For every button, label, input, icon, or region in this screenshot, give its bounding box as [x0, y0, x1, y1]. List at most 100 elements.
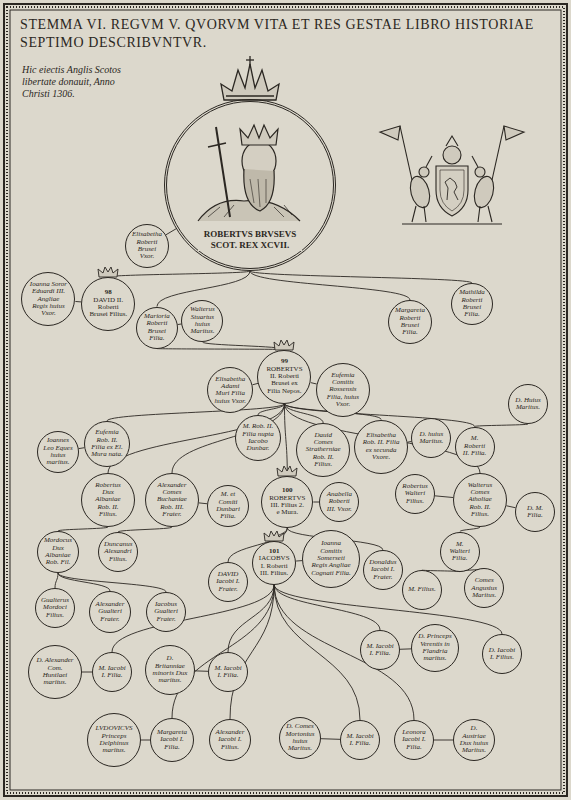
- person-name: DAVID II. Roberti Brusei Filius.: [89, 297, 127, 319]
- lineage-line: [230, 585, 274, 719]
- person-name: D. Princeps Verentis in Flandria maritus…: [418, 633, 452, 662]
- lineage-line: [58, 573, 166, 592]
- roundel-text: M. et Comiti Dunbari Filia.: [213, 491, 242, 520]
- person-name: Marioria Roberti Brusei Filia.: [142, 313, 171, 342]
- person-name: Comes Angusius Maritus.: [470, 577, 498, 599]
- person-roundel: Leonora Iacobi I. Filia.: [394, 720, 434, 760]
- roundel-text: M. Filius.: [408, 586, 436, 593]
- person-name: Walterus Stuartus huius Maritus.: [188, 306, 217, 335]
- person-roundel: Robertus Dux Albaniae Rob. II. Filius.: [81, 473, 135, 527]
- person-name: Gualterus Mordoci Filius.: [41, 597, 69, 619]
- roundel-text: D. Britanniae minoris Dux maritus.: [153, 655, 188, 684]
- person-roundel: Alexander Comes Buchaniae Rob. III. Frat…: [145, 473, 199, 527]
- roundel-text: ROBERTVS BRVSEVS SCOT. REX XCVII.: [198, 229, 302, 251]
- lineage-line: [157, 348, 285, 350]
- king-roundel: 99ROBERTVS II. Roberti Brusei ex Filia N…: [257, 350, 311, 404]
- lineage-line: [166, 229, 176, 235]
- lineage-line: [435, 496, 453, 498]
- roundel-text: D. Austriae Dux huius Maritus.: [459, 725, 488, 754]
- lineage-line: [400, 648, 411, 649]
- person-roundel: Mordocus Dux Albaniae Rob. Fil.: [37, 531, 79, 573]
- plate-title: STEMMA VI. REGVM V. QVORVM VITA ET RES G…: [20, 16, 551, 52]
- person-roundel: Walterus Stuartus huius Maritus.: [181, 300, 223, 342]
- roundel-text: LVDOVICVS Princeps Delphinus maritus.: [95, 725, 133, 754]
- lineage-line: [141, 740, 150, 741]
- person-roundel: Ioanna Comitis Somerseti Regis Angliae C…: [302, 530, 360, 588]
- person-roundel: Donaldus Iacobi I. Frater.: [363, 550, 403, 590]
- lineage-line: [58, 527, 108, 531]
- roundel-text: Ioanna Comitis Somerseti Regis Angliae C…: [311, 540, 352, 577]
- person-roundel: D. Comes Mortonius huius Maritus.: [279, 717, 321, 759]
- person-name: D. M. Filia.: [521, 505, 549, 520]
- person-roundel: Robertus Walteri Filius.: [395, 474, 435, 514]
- person-roundel: DAVID Iacobi I. Frater.: [208, 562, 248, 602]
- person-name: Duncanus Alexandri Filius.: [104, 541, 132, 563]
- roundel-text: 100ROBERTVS III. Filius 2. e Mura.: [269, 487, 305, 516]
- person-name: Walterus Comes Atholiae Rob. II. Filius.: [461, 482, 499, 519]
- person-roundel: LVDOVICVS Princeps Delphinus maritus.: [87, 713, 141, 767]
- roundel-text: Gualterus Mordoci Filius.: [41, 597, 69, 619]
- person-name: M. Rob. II. Filia nupta Iacobo Dunbar.: [242, 423, 274, 452]
- person-roundel: Ioannes Leo Eques huius maritus.: [37, 431, 79, 473]
- lineage-line: [82, 672, 92, 673]
- person-name: Elisabetha Adami Muri Filia huius Vxor.: [214, 376, 246, 405]
- person-name: Elisabetha Rob. II. Filia ex secunda Vxo…: [362, 432, 400, 461]
- person-name: ROBERTVS III. Filius 2. e Mura.: [269, 495, 305, 517]
- person-name: M. Iacobi I. Filia.: [214, 665, 242, 680]
- roundel-text: M. Iacobi I. Filia.: [98, 665, 126, 680]
- lineage-line: [118, 527, 172, 532]
- person-roundel: Gualterus Mordoci Filius.: [35, 588, 75, 628]
- roundel-text: Anabella Roberti III. Vxor.: [325, 491, 353, 513]
- lineage-line: [172, 404, 284, 473]
- roundel-text: Eufemia Rob. II. Filia ex El. Mura nata.: [91, 429, 123, 458]
- person-roundel: D. Austriae Dux huius Maritus.: [453, 719, 495, 761]
- person-roundel: Comes Angusius Maritus.: [464, 568, 504, 608]
- person-roundel: M. Rob. II. Filia nupta Iacobo Dunbar.: [235, 415, 281, 461]
- portrait-medallion: ROBERTVS BRVSEVS SCOT. REX XCVII.: [164, 99, 336, 271]
- roundel-text: M. Iacobi I. Filia.: [366, 643, 394, 658]
- person-name: Alexander Iacobi I. Filius.: [215, 729, 244, 751]
- person-roundel: Walterus Comes Atholiae Rob. II. Filius.: [453, 473, 507, 527]
- crown-symbol: [277, 465, 297, 477]
- lineage-line: [55, 573, 58, 588]
- person-roundel: Alexander Gualteri Frater.: [89, 591, 131, 633]
- king-portrait: [198, 125, 300, 221]
- person-roundel: M. Iacobi I. Filia.: [92, 652, 132, 692]
- roundel-text: Ioannes Leo Eques huius maritus.: [43, 437, 72, 466]
- person-name: D. Huius Maritus.: [514, 397, 542, 412]
- crown-symbol: [264, 530, 284, 542]
- roundel-text: DAVID Iacobi I. Frater.: [214, 571, 242, 593]
- person-roundel: Alexander Iacobi I. Filius.: [209, 719, 251, 761]
- person-roundel: Iacobus Gualteri Frater.: [146, 592, 186, 632]
- outer-frame: [4, 4, 567, 796]
- roundel-text: M. Iacobi I. Filia.: [346, 733, 374, 748]
- person-roundel: Duncanus Alexandri Filius.: [98, 532, 138, 572]
- roundel-text: D. huius Maritus.: [417, 431, 445, 446]
- roundel-text: D. Comes Mortonius huius Maritus.: [285, 723, 314, 752]
- roundel-text: Dauid Comes Stratherniae Rob. II. Filius…: [304, 432, 342, 469]
- roundel-text: D. Alexander Com. Huntlaei maritus.: [36, 657, 74, 686]
- person-roundel: Elisabetha Roberti Brusei Vxor.: [125, 224, 169, 268]
- person-name: Mordocus Dux Albaniae Rob. Fil.: [43, 537, 72, 566]
- lineage-line: [506, 506, 515, 508]
- person-name: Margareta Iacobi I. Filia.: [157, 729, 188, 751]
- person-name: Alexander Comes Buchaniae Rob. III. Frat…: [153, 482, 191, 519]
- lineage-line: [250, 271, 410, 300]
- person-name: Robertus Walteri Filius.: [401, 483, 429, 505]
- person-name: M. Walteri Filia.: [446, 541, 474, 563]
- person-roundel: Ioanna Soror Eduardi III. Angliae Regis …: [21, 272, 75, 326]
- lineage-line: [274, 585, 360, 720]
- person-name: M. Iacobi I. Filia.: [98, 665, 126, 680]
- roundel-text: D. Iacobi I. Filius.: [488, 647, 516, 662]
- inscription-note: Hic eiectis Anglis Scotos libertate dona…: [22, 64, 142, 100]
- person-name: Mathilda Roberti Brusei Filia.: [457, 289, 486, 318]
- roundel-text: M. Iacobi I. Filia.: [214, 665, 242, 680]
- roundel-text: Comes Angusius Maritus.: [470, 577, 498, 599]
- lineage-line: [274, 585, 414, 720]
- person-roundel: Elisabetha Rob. II. Filia ex secunda Vxo…: [354, 420, 408, 474]
- roundel-text: Walterus Stuartus huius Maritus.: [188, 306, 217, 335]
- person-name: Eufemia Rob. II. Filia ex El. Mura nata.: [91, 429, 123, 458]
- person-name: M. et Comiti Dunbari Filia.: [213, 491, 242, 520]
- lineage-line: [274, 585, 380, 630]
